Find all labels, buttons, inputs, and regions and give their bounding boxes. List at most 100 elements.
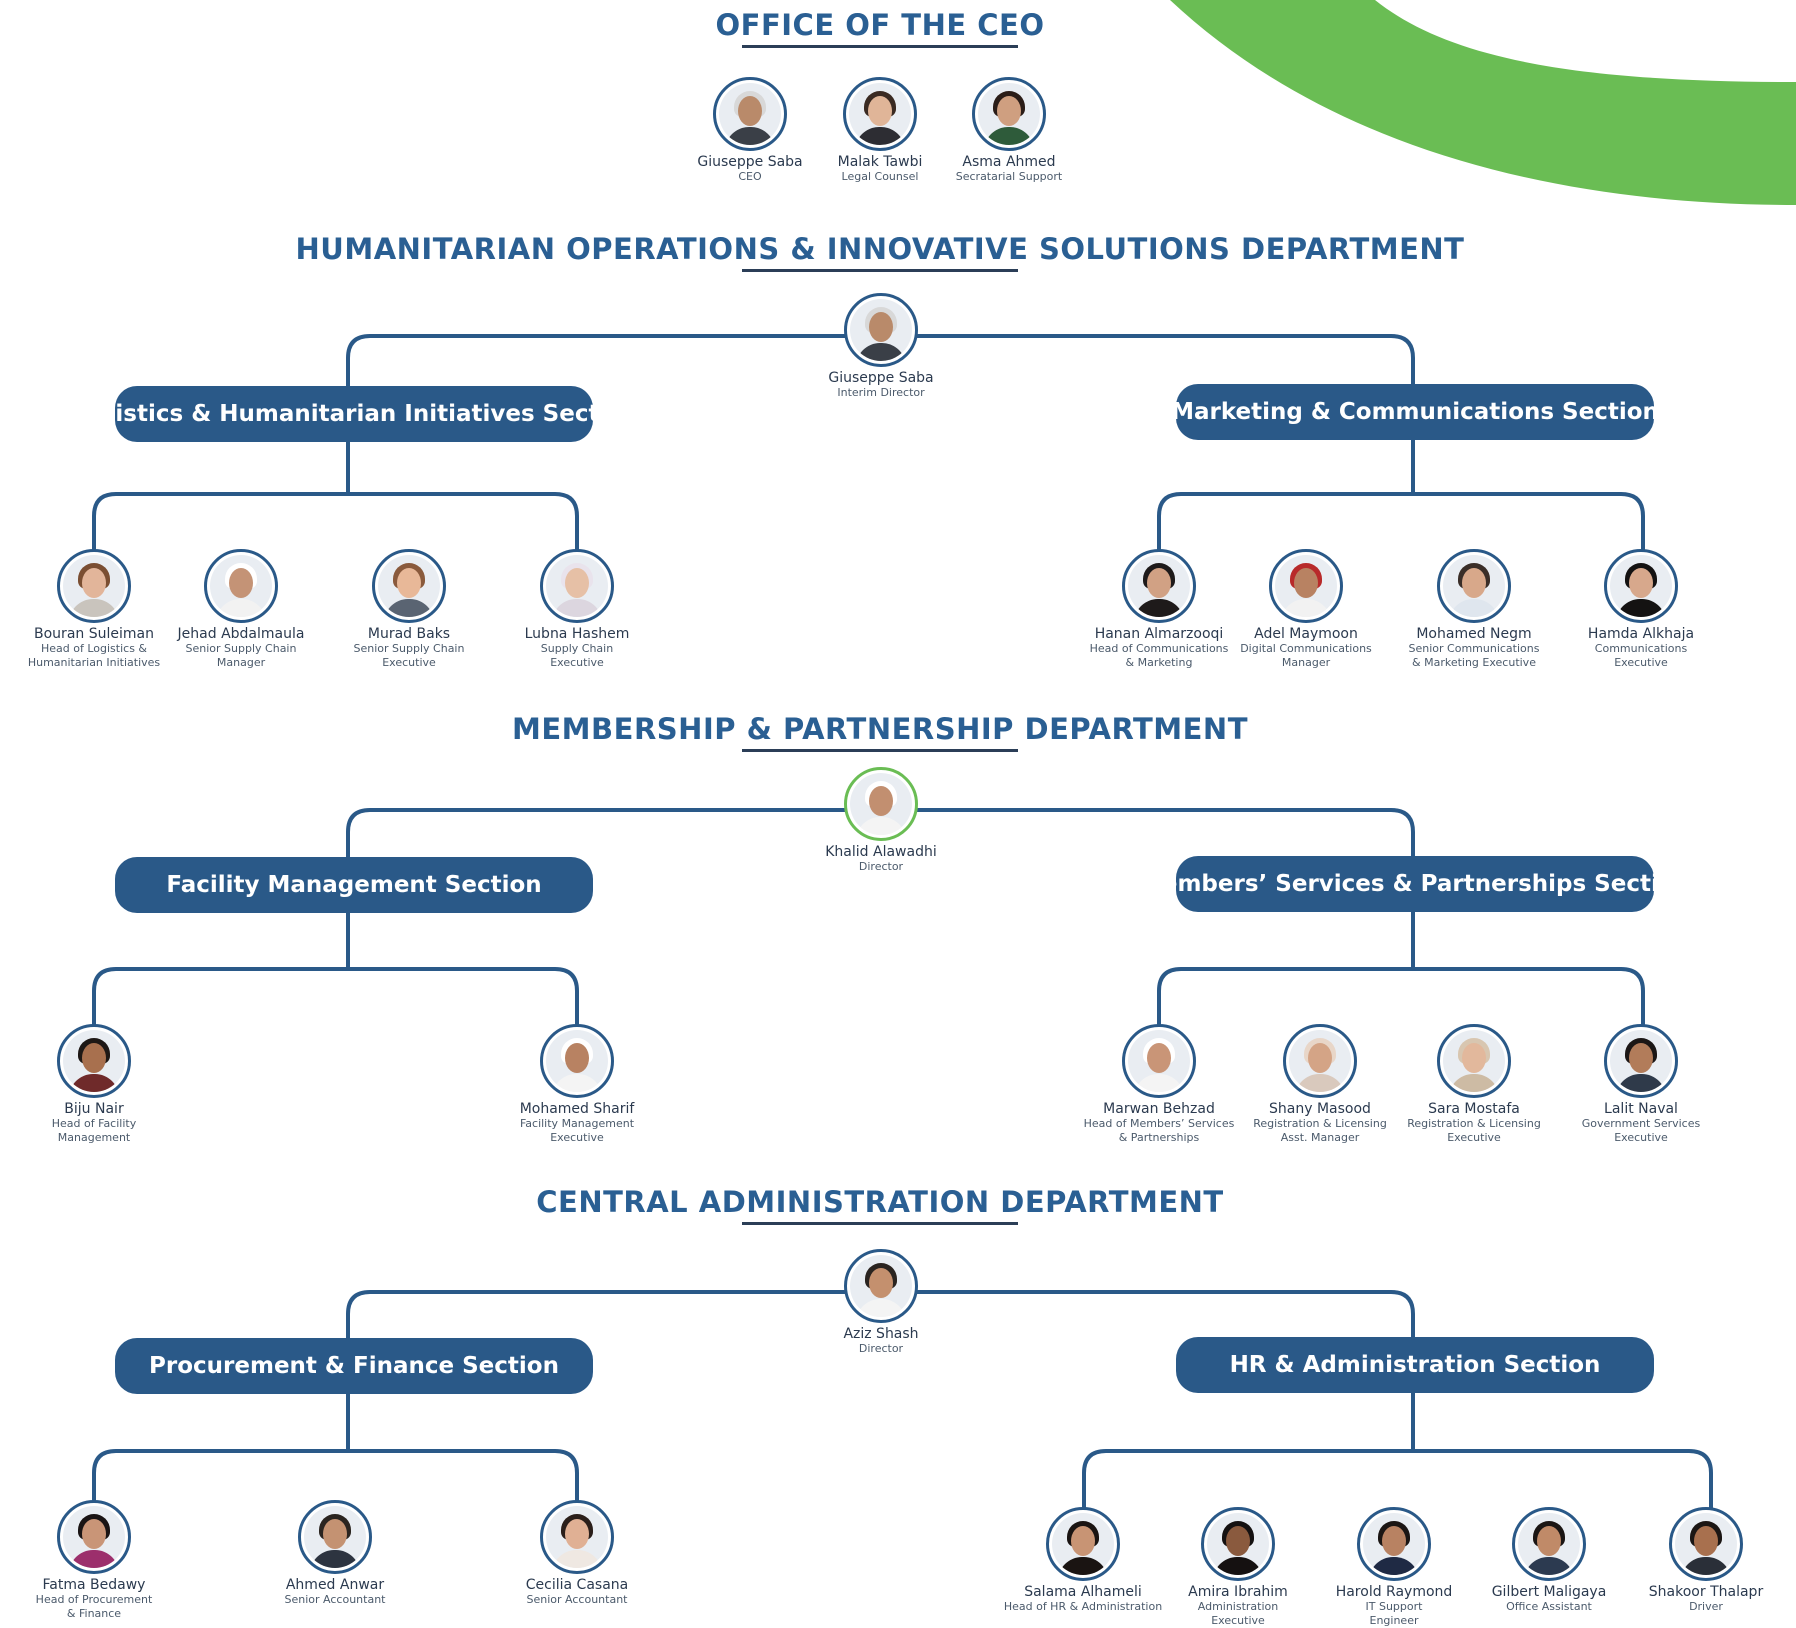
dept-head-card: Khalid Alawadhi Director (791, 767, 971, 874)
person-card: Shany Masood Registration & Licensing As… (1230, 1024, 1410, 1145)
person-name: Salama Alhameli (1024, 1584, 1142, 1600)
person-card: Giuseppe Saba CEO (660, 77, 840, 184)
dept-head-card: Giuseppe Saba Interim Director (791, 293, 971, 400)
avatar (1604, 549, 1678, 623)
person-role: Head of Communications (1089, 642, 1229, 655)
avatar (57, 549, 131, 623)
person-name: Aziz Shash (843, 1326, 919, 1342)
person-role: Digital Communications (1240, 642, 1372, 655)
person-role: Head of Members’ Services (1083, 1117, 1235, 1130)
person-role: Secratarial Support (955, 170, 1063, 183)
connector-dept1-left (92, 440, 579, 552)
person-role: Executive (550, 1131, 604, 1144)
person-card: Amira Ibrahim Administration Executive (1148, 1507, 1328, 1628)
avatar (1437, 1024, 1511, 1098)
person-role: Driver (1689, 1600, 1723, 1613)
person-role: & Finance (66, 1607, 122, 1620)
person-card: Lalit Naval Government Services Executiv… (1551, 1024, 1731, 1145)
person-name: Marwan Behzad (1103, 1101, 1215, 1117)
person-role: Head of HR & Administration (1003, 1600, 1163, 1613)
dept-title: CENTRAL ADMINISTRATION DEPARTMENT (536, 1185, 1224, 1219)
person-name: Lalit Naval (1604, 1101, 1678, 1117)
avatar (1201, 1507, 1275, 1581)
person-role: Executive (1614, 1131, 1668, 1144)
dept-head-card: Aziz Shash Director (791, 1249, 971, 1356)
person-name: Mohamed Sharif (519, 1101, 635, 1117)
avatar (298, 1500, 372, 1574)
connector-dept2-right (1157, 911, 1645, 1027)
person-card: Mohamed Negm Senior Communications & Mar… (1384, 549, 1564, 670)
person-role: Executive (1211, 1614, 1265, 1627)
person-card: Harold Raymond IT Support Engineer (1304, 1507, 1484, 1628)
avatar (713, 77, 787, 151)
avatar (1122, 549, 1196, 623)
avatar (1669, 1507, 1743, 1581)
person-card: Gilbert Maligaya Office Assistant (1459, 1507, 1639, 1614)
person-name: Hamda Alkhaja (1587, 626, 1695, 642)
person-role: IT Support (1365, 1600, 1423, 1613)
section-pill: HR & Administration Section (1176, 1337, 1654, 1393)
dept-underline (742, 1222, 1018, 1225)
avatar (844, 767, 918, 841)
person-name: Sara Mostafa (1428, 1101, 1520, 1117)
connector-dept1-right (1157, 440, 1645, 552)
person-name: Biju Nair (64, 1101, 124, 1117)
avatar (844, 293, 918, 367)
avatar (1046, 1507, 1120, 1581)
ceo-office-underline (742, 45, 1018, 48)
person-role: Executive (550, 656, 604, 669)
person-card: Hanan Almarzooqi Head of Communications … (1069, 549, 1249, 670)
person-card: Bouran Suleiman Head of Logistics & Huma… (4, 549, 184, 670)
person-role: Asst. Manager (1280, 1131, 1360, 1144)
person-role: Senior Supply Chain (185, 642, 297, 655)
person-name: Jehad Abdalmaula (177, 626, 305, 642)
person-card: Asma Ahmed Secratarial Support (919, 77, 1099, 184)
dept-title: MEMBERSHIP & PARTNERSHIP DEPARTMENT (512, 712, 1248, 746)
person-role: Administration (1197, 1600, 1279, 1613)
person-role: Executive (382, 656, 436, 669)
avatar (57, 1024, 131, 1098)
person-role: Manager (1281, 656, 1331, 669)
person-role: Executive (1447, 1131, 1501, 1144)
avatar (1357, 1507, 1431, 1581)
avatar (1122, 1024, 1196, 1098)
connector-dept2-left (92, 911, 579, 1027)
person-name: Ahmed Anwar (285, 1577, 385, 1593)
person-role: Senior Supply Chain (353, 642, 465, 655)
person-card: Salama Alhameli Head of HR & Administrat… (993, 1507, 1173, 1614)
person-role: Facility Management (519, 1117, 635, 1130)
avatar (843, 77, 917, 151)
person-name: Bouran Suleiman (34, 626, 154, 642)
person-name: Adel Maymoon (1254, 626, 1358, 642)
person-role: Director (858, 860, 904, 873)
person-role: Head of Procurement (35, 1593, 153, 1606)
person-card: Cecilia Casana Senior Accountant (487, 1500, 667, 1607)
person-role: Head of Facility (51, 1117, 137, 1130)
person-card: Jehad Abdalmaula Senior Supply Chain Man… (151, 549, 331, 670)
person-role: Engineer (1369, 1614, 1419, 1627)
avatar (204, 549, 278, 623)
person-role: Senior Accountant (284, 1593, 386, 1606)
person-role: Executive (1614, 656, 1668, 669)
person-card: Shakoor Thalapr Driver (1616, 1507, 1796, 1614)
person-name: Hanan Almarzooqi (1094, 626, 1224, 642)
dept-underline (742, 749, 1018, 752)
person-name: Gilbert Maligaya (1491, 1584, 1607, 1600)
person-card: Sara Mostafa Registration & Licensing Ex… (1384, 1024, 1564, 1145)
section-pill: Members’ Services & Partnerships Section (1139, 856, 1691, 912)
person-name: Lubna Hashem (524, 626, 630, 642)
section-pill: Procurement & Finance Section (115, 1338, 593, 1394)
person-role: & Marketing Executive (1412, 656, 1536, 669)
person-name: Mohamed Negm (1416, 626, 1532, 642)
person-role: & Marketing (1125, 656, 1193, 669)
avatar (1283, 1024, 1357, 1098)
person-card: Murad Baks Senior Supply Chain Executive (319, 549, 499, 670)
avatar (1512, 1507, 1586, 1581)
person-name: Fatma Bedawy (42, 1577, 146, 1593)
person-role: Communications (1594, 642, 1688, 655)
person-name: Asma Ahmed (962, 154, 1056, 170)
avatar (972, 77, 1046, 151)
person-name: Shakoor Thalapr (1648, 1584, 1764, 1600)
